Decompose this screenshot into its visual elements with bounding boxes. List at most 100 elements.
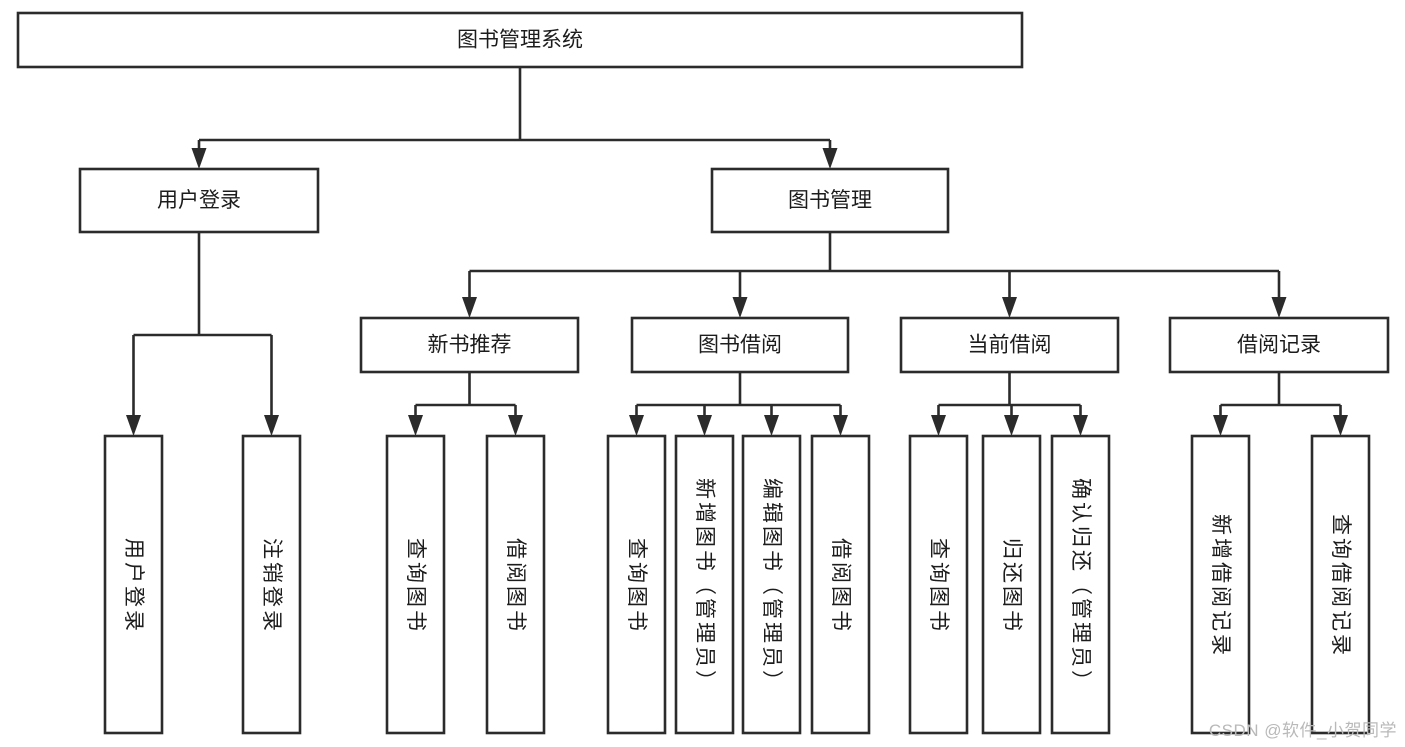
svg-text:还: 还	[1000, 562, 1023, 583]
svg-text:用: 用	[122, 538, 145, 559]
node-leaf-9-box[interactable]	[981, 434, 1042, 735]
arrow-head-leaf-0-1	[264, 415, 279, 436]
arrow-head-level3-1	[732, 297, 748, 318]
svg-text:（: （	[760, 574, 783, 595]
svg-text:登: 登	[260, 586, 283, 607]
node-leaf-4-box[interactable]	[606, 434, 667, 735]
svg-text:还: 还	[1069, 550, 1092, 571]
svg-text:记: 记	[1329, 610, 1352, 631]
node-level3-1-box[interactable]	[630, 316, 850, 374]
svg-text:查: 查	[404, 538, 427, 559]
node-level3-1[interactable]: 图书借阅	[630, 316, 850, 374]
node-leaf-8-box[interactable]	[908, 434, 969, 735]
svg-text:员: 员	[1069, 646, 1092, 667]
svg-text:户: 户	[122, 562, 145, 583]
node-root-system-label: 图书管理系统	[457, 29, 583, 52]
node-leaf-2-box[interactable]	[385, 434, 446, 735]
svg-text:借: 借	[504, 538, 527, 559]
svg-text:确: 确	[1069, 478, 1092, 499]
node-level2-1[interactable]: 图书管理	[710, 167, 950, 234]
svg-text:查: 查	[927, 538, 950, 559]
svg-text:书: 书	[504, 610, 527, 631]
node-level2-0[interactable]: 用户登录	[78, 167, 320, 234]
svg-text:书: 书	[829, 610, 852, 631]
svg-text:销: 销	[260, 562, 283, 583]
svg-text:管: 管	[760, 598, 783, 619]
node-leaf-6-box[interactable]	[741, 434, 802, 735]
svg-text:书: 书	[1000, 610, 1023, 631]
svg-text:借: 借	[1209, 562, 1232, 583]
svg-text:）: ）	[693, 670, 716, 691]
svg-text:新: 新	[693, 478, 716, 499]
svg-text:书: 书	[693, 550, 716, 571]
node-level2-1-box[interactable]	[710, 167, 950, 234]
node-root-system-box[interactable]	[16, 11, 1024, 69]
svg-text:）: ）	[1069, 670, 1092, 691]
node-leaf-5-box[interactable]	[674, 434, 735, 735]
node-leaf-1-box[interactable]	[241, 434, 302, 735]
node-leaf-0-box[interactable]	[103, 434, 164, 735]
node-leaf-11-box[interactable]	[1190, 434, 1251, 735]
node-root-system[interactable]: 图书管理系统	[16, 11, 1024, 69]
arrow-head-leaf-3-0	[931, 415, 946, 436]
node-level3-0-box[interactable]	[359, 316, 580, 374]
arrow-head-level2-1	[822, 148, 838, 169]
node-leaf-12-box[interactable]	[1310, 434, 1371, 735]
svg-text:（: （	[693, 574, 716, 595]
node-leaf-0[interactable]: 用户登录	[103, 434, 164, 735]
svg-text:录: 录	[1329, 634, 1352, 655]
watermark-label: CSDN @软件_小贺同学	[1208, 721, 1397, 740]
node-level3-3[interactable]: 借阅记录	[1168, 316, 1390, 374]
svg-text:认: 认	[1069, 502, 1092, 523]
svg-text:借: 借	[1329, 562, 1352, 583]
svg-text:询: 询	[404, 562, 427, 583]
svg-text:录: 录	[122, 610, 145, 631]
connectors-layer	[126, 67, 1348, 436]
arrow-head-leaf-1-0	[408, 415, 423, 436]
node-level3-0[interactable]: 新书推荐	[359, 316, 580, 374]
nodes-layer: 图书管理系统用户登录图书管理新书推荐图书借阅当前借阅借阅记录用户登录注销登录查询…	[16, 11, 1390, 735]
node-level2-0-box[interactable]	[78, 167, 320, 234]
svg-text:归: 归	[1069, 526, 1092, 547]
svg-text:图: 图	[829, 586, 852, 607]
svg-text:理: 理	[760, 622, 783, 643]
svg-text:新: 新	[1209, 514, 1232, 535]
svg-text:书: 书	[927, 610, 950, 631]
svg-text:询: 询	[625, 562, 648, 583]
svg-text:录: 录	[260, 610, 283, 631]
node-leaf-7-box[interactable]	[810, 434, 871, 735]
node-leaf-0-label: 用户登录	[122, 538, 145, 631]
node-leaf-3-box[interactable]	[485, 434, 546, 735]
svg-text:书: 书	[404, 610, 427, 631]
svg-text:图: 图	[504, 586, 527, 607]
arrow-head-level2-0	[191, 148, 207, 169]
node-level3-2-box[interactable]	[899, 316, 1120, 374]
node-level3-3-box[interactable]	[1168, 316, 1390, 374]
svg-text:记: 记	[1209, 610, 1232, 631]
svg-text:阅: 阅	[504, 562, 527, 583]
node-level3-2[interactable]: 当前借阅	[899, 316, 1120, 374]
svg-text:管: 管	[693, 598, 716, 619]
svg-text:（: （	[1069, 574, 1092, 595]
arrow-head-leaf-0-0	[126, 415, 141, 436]
node-leaf-10-box[interactable]	[1050, 434, 1111, 735]
svg-text:图: 图	[693, 526, 716, 547]
